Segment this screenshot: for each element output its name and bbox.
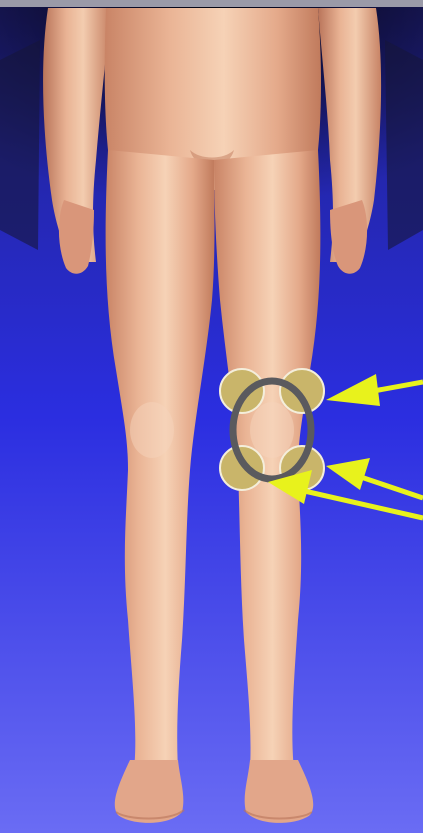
electrode-pad-icon <box>220 369 264 413</box>
top-strip <box>0 0 423 7</box>
right-knee <box>250 402 294 458</box>
left-hand <box>59 200 94 274</box>
electrode-pad-icon <box>280 369 324 413</box>
left-knee <box>130 402 174 458</box>
left-dark-shadow <box>0 40 40 250</box>
electrode-pad-icon <box>220 446 264 490</box>
right-dark-shadow <box>385 40 423 250</box>
